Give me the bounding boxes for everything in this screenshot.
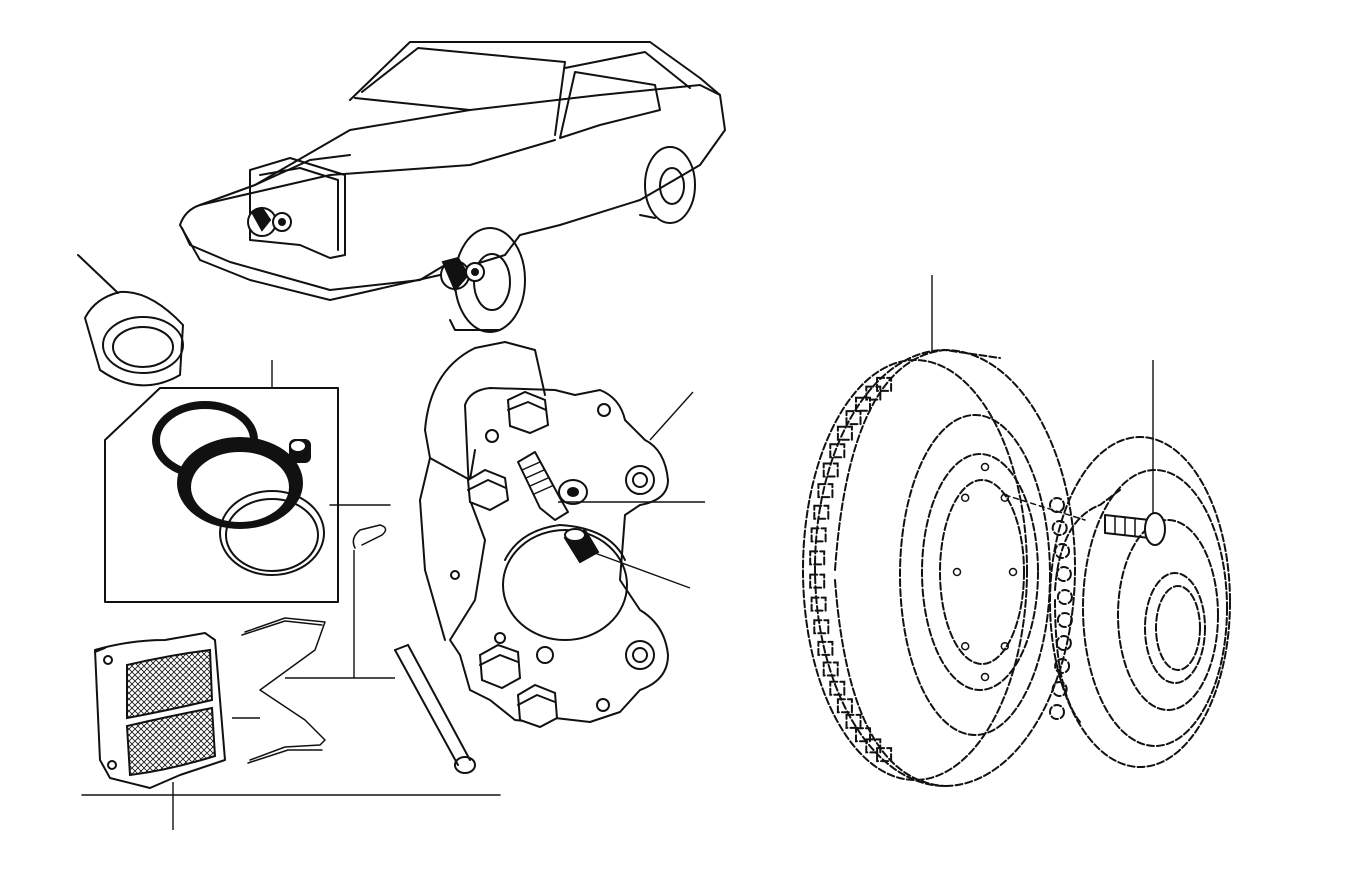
hub-flange-lobe (1056, 589, 1073, 605)
ventilated-brake-disc (802, 275, 1076, 787)
disc-bolt-hole (980, 462, 990, 472)
vent-slot (836, 425, 853, 441)
seal-kit (104, 360, 339, 603)
disc-bolt-hole (1008, 567, 1018, 577)
vent-slot (855, 727, 871, 743)
vent-slot (813, 504, 830, 520)
vent-slot (865, 738, 882, 754)
vent-slot (865, 385, 882, 401)
vent-slot (809, 550, 826, 566)
disc-bolt-hole (960, 641, 970, 651)
vent-slot (855, 396, 871, 412)
pad-retaining-spring (241, 617, 326, 764)
vent-slot (813, 619, 830, 635)
car-front-brake-left (247, 206, 292, 237)
caliper-bolt (516, 683, 559, 729)
brake-caliper (419, 341, 669, 729)
vent-slot (822, 661, 839, 677)
vent-slot (845, 410, 862, 426)
frame-lines (81, 504, 501, 796)
wheel-hub (1004, 436, 1231, 768)
vent-slot (876, 376, 893, 392)
disc-bolt-hole (980, 672, 990, 682)
vent-slot (829, 443, 846, 459)
vent-slot (836, 698, 853, 714)
hub-flange-lobe (1054, 658, 1071, 674)
vent-slot (810, 527, 827, 543)
spring-leader-lines (232, 550, 395, 719)
disc-vent-slots (809, 376, 893, 763)
caliper-leader-lines (558, 391, 705, 589)
hub-flange-lobe (1055, 566, 1072, 582)
vent-slot (876, 747, 893, 763)
hub-flange-lobe (1049, 704, 1065, 720)
vent-slot (845, 713, 862, 729)
car-illustration (179, 41, 726, 333)
hub-stud (1104, 360, 1166, 546)
hub-flange-lobe (1056, 612, 1073, 628)
pad-retaining-pin (394, 644, 476, 774)
hub-flange-lobe (1051, 681, 1068, 697)
vent-slot (817, 640, 834, 656)
hub-flange-bolt-holes (1049, 497, 1073, 720)
bleed-screw (517, 451, 569, 521)
caliper-bolt (466, 468, 510, 512)
hub-flange-lobe (1051, 520, 1068, 536)
hub-flange-lobe (1054, 543, 1071, 559)
vent-slot (822, 462, 839, 478)
disc-bolt-hole (960, 493, 970, 503)
vent-slot (810, 596, 827, 612)
caliper-piston (77, 254, 184, 387)
caliper-bolt (478, 643, 522, 690)
vent-slot (817, 483, 834, 499)
vent-slot (809, 573, 826, 589)
brake-pad (94, 632, 226, 830)
caliper-bolt (506, 390, 550, 435)
hub-flange-lobe (1055, 635, 1072, 651)
vent-slot (829, 680, 846, 696)
retaining-pin-clip (352, 524, 387, 549)
car-front-brake-right (440, 256, 485, 292)
dust-cap (563, 528, 600, 564)
disc-bolt-hole (1000, 641, 1010, 651)
disc-bolt-hole (952, 567, 962, 577)
